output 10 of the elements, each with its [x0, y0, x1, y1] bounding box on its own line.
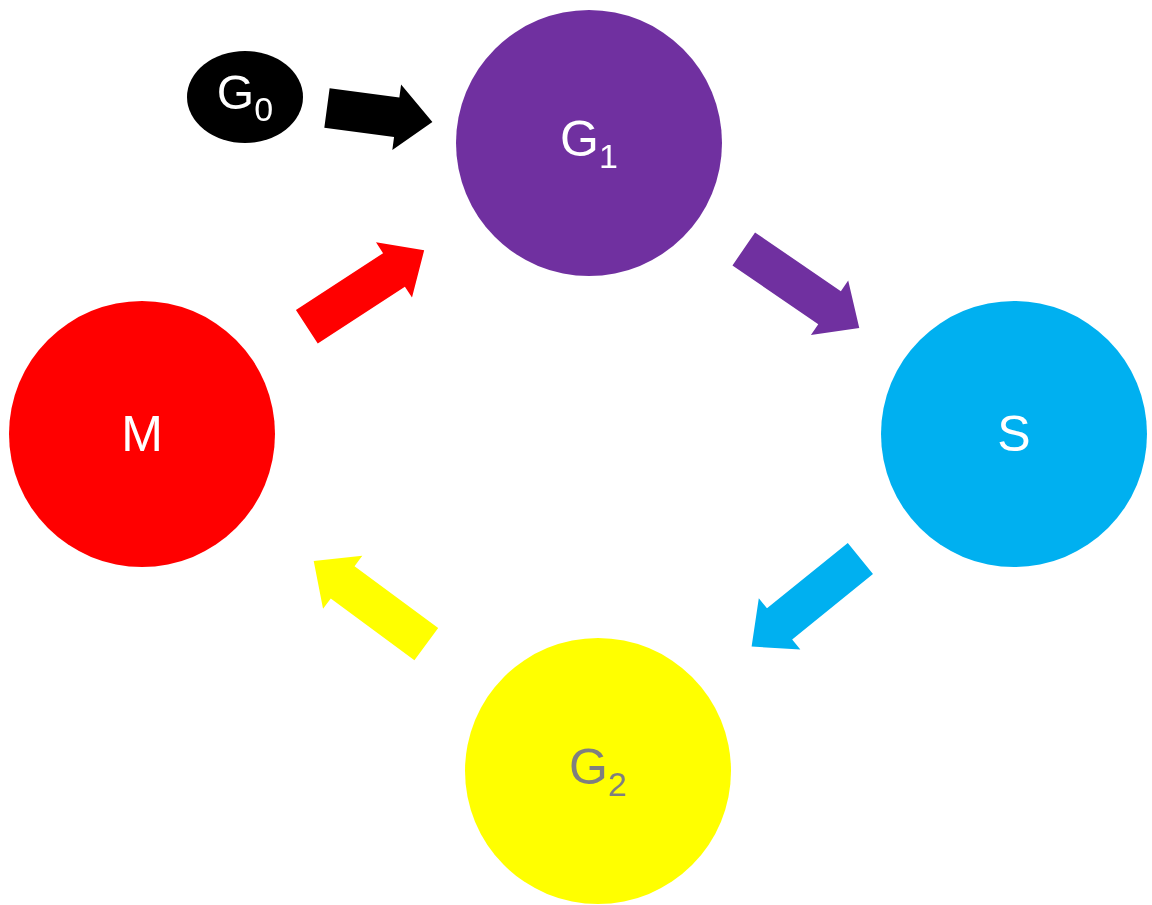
- block-arrow: [295, 242, 425, 344]
- phase-label: G$_{0}$: [216, 68, 274, 126]
- phase-label: S: [997, 409, 1031, 459]
- block-arrow: [732, 232, 860, 335]
- block-arrow: [313, 555, 439, 661]
- phase-label: G$_{1}$: [560, 113, 618, 173]
- phase-label: G$_{2}$: [569, 741, 627, 801]
- phase-label: M: [121, 409, 163, 459]
- block-arrow: [324, 84, 433, 150]
- block-arrow: [751, 542, 873, 650]
